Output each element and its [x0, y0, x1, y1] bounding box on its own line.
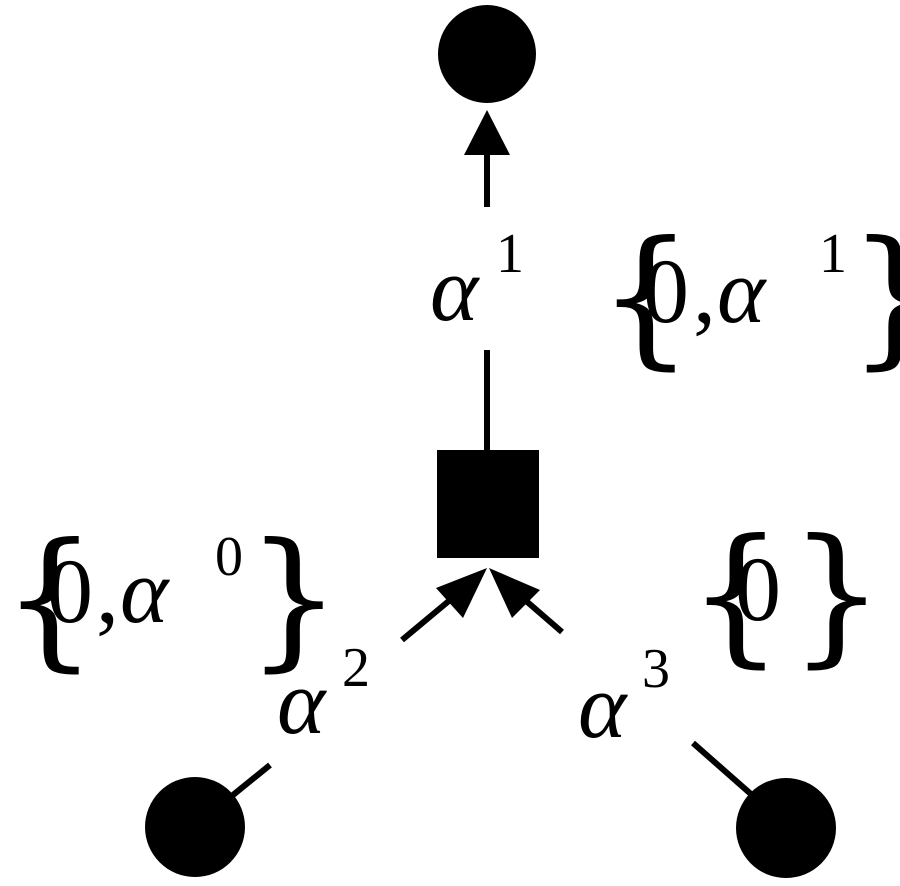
edge-left-upper-segment [400, 597, 452, 643]
bottom-right-variable-node [736, 778, 836, 878]
bottom-left-variable-node [145, 777, 245, 877]
edge-top [464, 110, 510, 450]
edge-top-label-exponent: 1 [496, 223, 524, 285]
edge-left-arrowhead [436, 568, 487, 618]
edge-left-set-zero: 0 [47, 540, 93, 642]
edge-right-upper-segment [523, 597, 564, 635]
center-factor-node [437, 450, 539, 558]
edge-left-set-comma: , [96, 540, 119, 642]
edge-top-label: α 1 [430, 223, 524, 340]
edge-top-arrowhead [464, 110, 510, 155]
edge-right-label: α 3 [578, 638, 670, 757]
edge-top-set-alpha: α [717, 240, 767, 342]
edge-top-set-exponent: 1 [819, 223, 847, 285]
edge-right-set: { 0 } [688, 508, 884, 682]
top-variable-node [438, 5, 536, 103]
edge-top-set-close-brace: } [848, 210, 900, 384]
edge-left-set-alpha: α [120, 540, 170, 642]
edge-right [489, 568, 754, 798]
edge-left-set: { 0 , α 0 } [2, 512, 341, 686]
edge-left-label: α 2 [277, 637, 370, 753]
edge-right-set-open-brace: { [688, 508, 783, 682]
edge-top-set-open-brace: { [598, 210, 693, 384]
edge-left-set-close-brace: } [246, 512, 341, 686]
edge-right-set-close-brace: } [789, 508, 884, 682]
edge-left-lower-segment [231, 762, 272, 798]
edge-left-label-exponent: 2 [342, 637, 370, 699]
edge-left-set-exponent: 0 [215, 526, 243, 588]
edge-right-label-base: α [578, 655, 628, 757]
edge-right-set-zero: 0 [735, 538, 781, 640]
edge-top-label-base: α [430, 238, 480, 340]
edge-right-label-exponent: 3 [642, 638, 670, 700]
edge-top-set-zero: 0 [643, 240, 689, 342]
edge-top-set-comma: , [693, 240, 716, 342]
edge-left [231, 568, 487, 798]
edge-right-lower-segment [691, 740, 754, 798]
edge-left-label-base: α [277, 651, 327, 753]
edge-left-set-open-brace: { [2, 512, 97, 686]
edge-right-arrowhead [489, 568, 540, 618]
edge-top-set: { 0 , α 1 } [598, 210, 900, 384]
